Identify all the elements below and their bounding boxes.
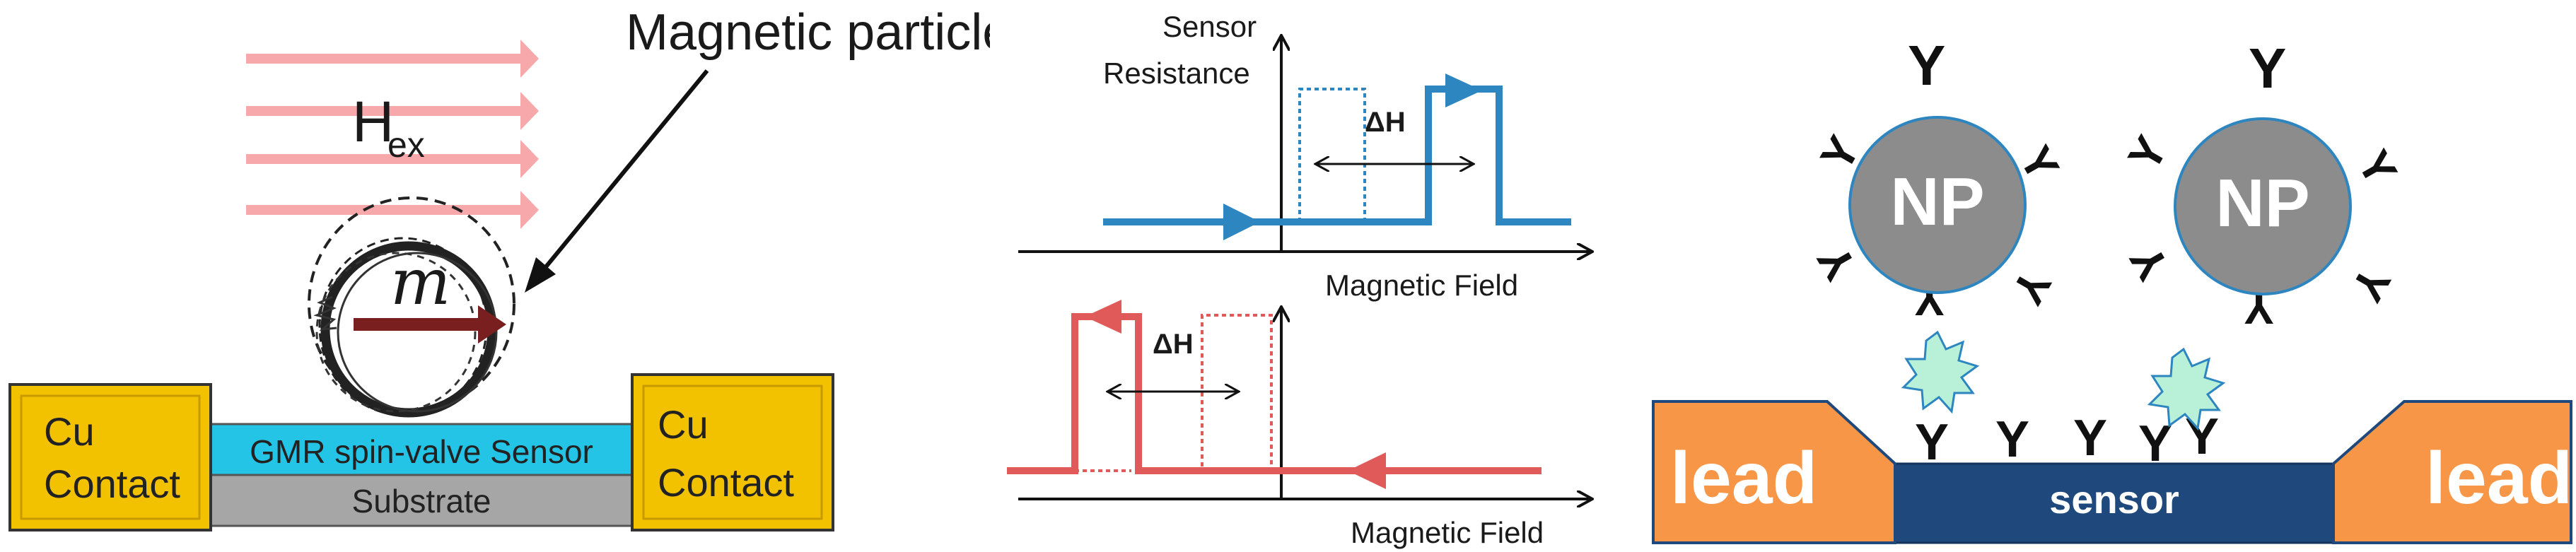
top-delta-h-label: ΔH [1365, 107, 1406, 138]
cu-contact-left-line1: Cu [44, 409, 95, 454]
pointer-arrow [525, 69, 709, 293]
antibody-icon: Y [2073, 410, 2107, 466]
antibody-icon: Y [1807, 237, 1867, 288]
antibody-icon: Y [2118, 127, 2177, 179]
field-label-subscript: ex [387, 125, 425, 165]
field-arrow [246, 40, 539, 78]
field-arrow [246, 191, 539, 229]
target-molecule-right [2147, 347, 2226, 431]
magnetic-particle-label: Magnetic particle [626, 4, 990, 61]
moment-label: m [390, 245, 450, 319]
nanoparticle-right-body [2174, 117, 2352, 295]
lead-left: lead [1652, 400, 1896, 544]
cu-contact-right-line2: Contact [658, 460, 794, 505]
top-ylabel-line2: Resistance [1103, 57, 1250, 90]
top-xlabel: Magnetic Field [1325, 269, 1518, 302]
bottom-direction-arrowhead [1348, 452, 1386, 489]
bottom-solid-trace [1007, 313, 1443, 474]
target-molecule-left [1901, 330, 1980, 414]
field-arrow [246, 92, 539, 130]
moment-arrow [354, 305, 506, 343]
gmr-setup-panel: H ex Magnetic particle m Substrate GMR s… [0, 0, 990, 552]
nanoparticle-left-body [1848, 116, 2027, 294]
antibody-icon: Y [2138, 416, 2172, 472]
bottom-plot: Magnetic Field ΔH [1007, 300, 1591, 549]
bottom-delta-h-label: ΔH [1153, 329, 1194, 360]
antibody-icon: Y [1908, 34, 1945, 97]
cu-contact-right-line1: Cu [658, 402, 709, 447]
top-solid-trace [1103, 86, 1571, 225]
antibody-icon: Y [2348, 142, 2407, 194]
substrate-label: Substrate [352, 483, 491, 519]
cu-contact-right: Cu Contact [631, 373, 834, 532]
top-direction-arrowhead [1223, 204, 1260, 240]
antibody-icon: Y [2341, 259, 2401, 310]
bottom-step-arrowhead [1085, 300, 1121, 334]
gmr-sensor-label: GMR spin-valve Sensor [250, 433, 593, 470]
bottom-xlabel: Magnetic Field [1351, 516, 1544, 549]
cu-contact-left-line2: Contact [44, 462, 180, 506]
nanoparticle-right: Y Y Y Y Y Y NP [2118, 37, 2407, 334]
top-ylabel-line1: Sensor [1162, 10, 1257, 43]
top-plot: Sensor Resistance Magnetic Field ΔH [1018, 10, 1591, 302]
spark-mark [313, 295, 337, 331]
antibody-icon: Y [1915, 414, 1949, 471]
sensor-label: sensor [2049, 477, 2179, 522]
antibody-icon: Y [1995, 411, 2029, 468]
resistance-plots-panel: Sensor Resistance Magnetic Field ΔH Magn… [990, 0, 1626, 552]
cu-contact-left: Cu Contact [8, 383, 212, 532]
antibody-icon: Y [2002, 262, 2061, 313]
lead-right: lead [2332, 400, 2572, 544]
nanoparticle-left: Y Y Y Y Y Y NP [1807, 34, 2069, 325]
antibody-icon: Y [2120, 237, 2179, 288]
biosensor-panel: sensor lead lead Y Y Y Y Y Y Y Y Y Y Y N… [1626, 0, 2576, 552]
antibody-icon: Y [2249, 37, 2286, 100]
sensor-strip [1894, 462, 2335, 544]
top-dotted-trace [1298, 88, 1421, 223]
field-arrow [246, 140, 539, 178]
lead-left-label: lead [1670, 438, 1817, 519]
top-step-arrowhead [1445, 74, 1482, 107]
lead-right-label: lead [2425, 438, 2572, 519]
np-left-label: NP [1890, 164, 1984, 240]
field-label: H [352, 90, 394, 154]
np-right-label: NP [2215, 165, 2309, 241]
